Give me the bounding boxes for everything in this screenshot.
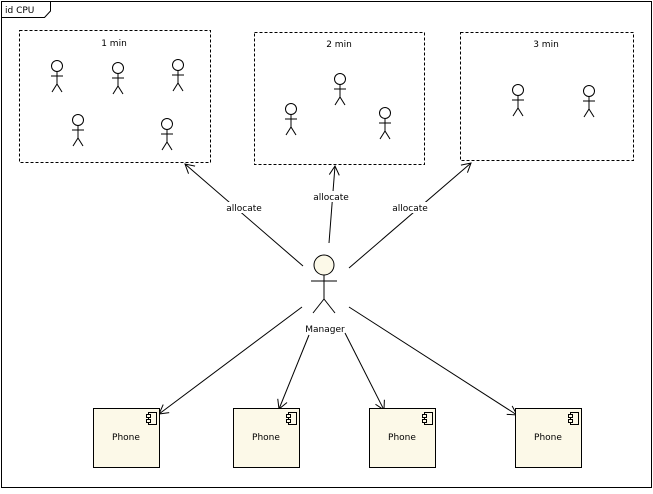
edge-label: allocate xyxy=(226,204,262,214)
phone-component-3[interactable]: Phone xyxy=(369,408,436,468)
edge-label: allocate xyxy=(392,204,428,214)
group-1-min[interactable]: 1 min xyxy=(19,30,211,163)
component-icon xyxy=(146,412,157,425)
phone-edge-1[interactable] xyxy=(158,306,303,415)
phone-edge-2[interactable] xyxy=(277,334,310,410)
group-label: 3 min xyxy=(533,40,559,50)
group-label: 2 min xyxy=(326,40,352,50)
phone-label: Phone xyxy=(112,433,140,443)
manager-head xyxy=(313,254,335,276)
actor-figure[interactable] xyxy=(172,59,184,92)
phone-label: Phone xyxy=(534,433,562,443)
manager-actor[interactable]: Manager xyxy=(305,254,345,335)
component-icon xyxy=(286,412,297,425)
component-icon xyxy=(568,412,579,425)
allocate-edge-1[interactable]: allocate xyxy=(184,163,304,267)
group-boundary xyxy=(460,32,634,161)
actor-figure[interactable] xyxy=(379,107,391,140)
actor-figure[interactable] xyxy=(512,84,524,117)
group-2-min[interactable]: 2 min xyxy=(254,32,425,165)
actor-figure[interactable] xyxy=(51,60,63,93)
manager-label: Manager xyxy=(305,325,345,335)
frame-label-tab xyxy=(1,1,51,18)
phone-component-1[interactable]: Phone xyxy=(93,408,160,468)
actor-figure[interactable] xyxy=(161,118,173,151)
actor-figure[interactable] xyxy=(112,62,124,95)
allocate-edge-3[interactable]: allocate xyxy=(348,162,472,269)
phone-label: Phone xyxy=(388,433,416,443)
edge-label: allocate xyxy=(313,193,349,203)
frame-label: id CPU xyxy=(5,6,34,16)
allocate-edge-2[interactable]: allocate xyxy=(311,164,351,244)
actor-figure[interactable] xyxy=(285,103,297,136)
group-label: 1 min xyxy=(101,39,127,49)
phone-label: Phone xyxy=(252,433,280,443)
group-boundary xyxy=(19,30,211,163)
phone-component-2[interactable]: Phone xyxy=(233,408,300,468)
group-3-min[interactable]: 3 min xyxy=(460,32,634,161)
group-boundary xyxy=(254,32,425,165)
phone-component-4[interactable]: Phone xyxy=(515,408,582,468)
component-icon xyxy=(422,412,433,425)
phone-edge-4[interactable] xyxy=(348,306,518,416)
actor-figure[interactable] xyxy=(72,114,84,147)
actor-figure[interactable] xyxy=(583,85,595,118)
phone-edge-3[interactable] xyxy=(344,332,385,411)
actor-figure[interactable] xyxy=(334,73,346,106)
